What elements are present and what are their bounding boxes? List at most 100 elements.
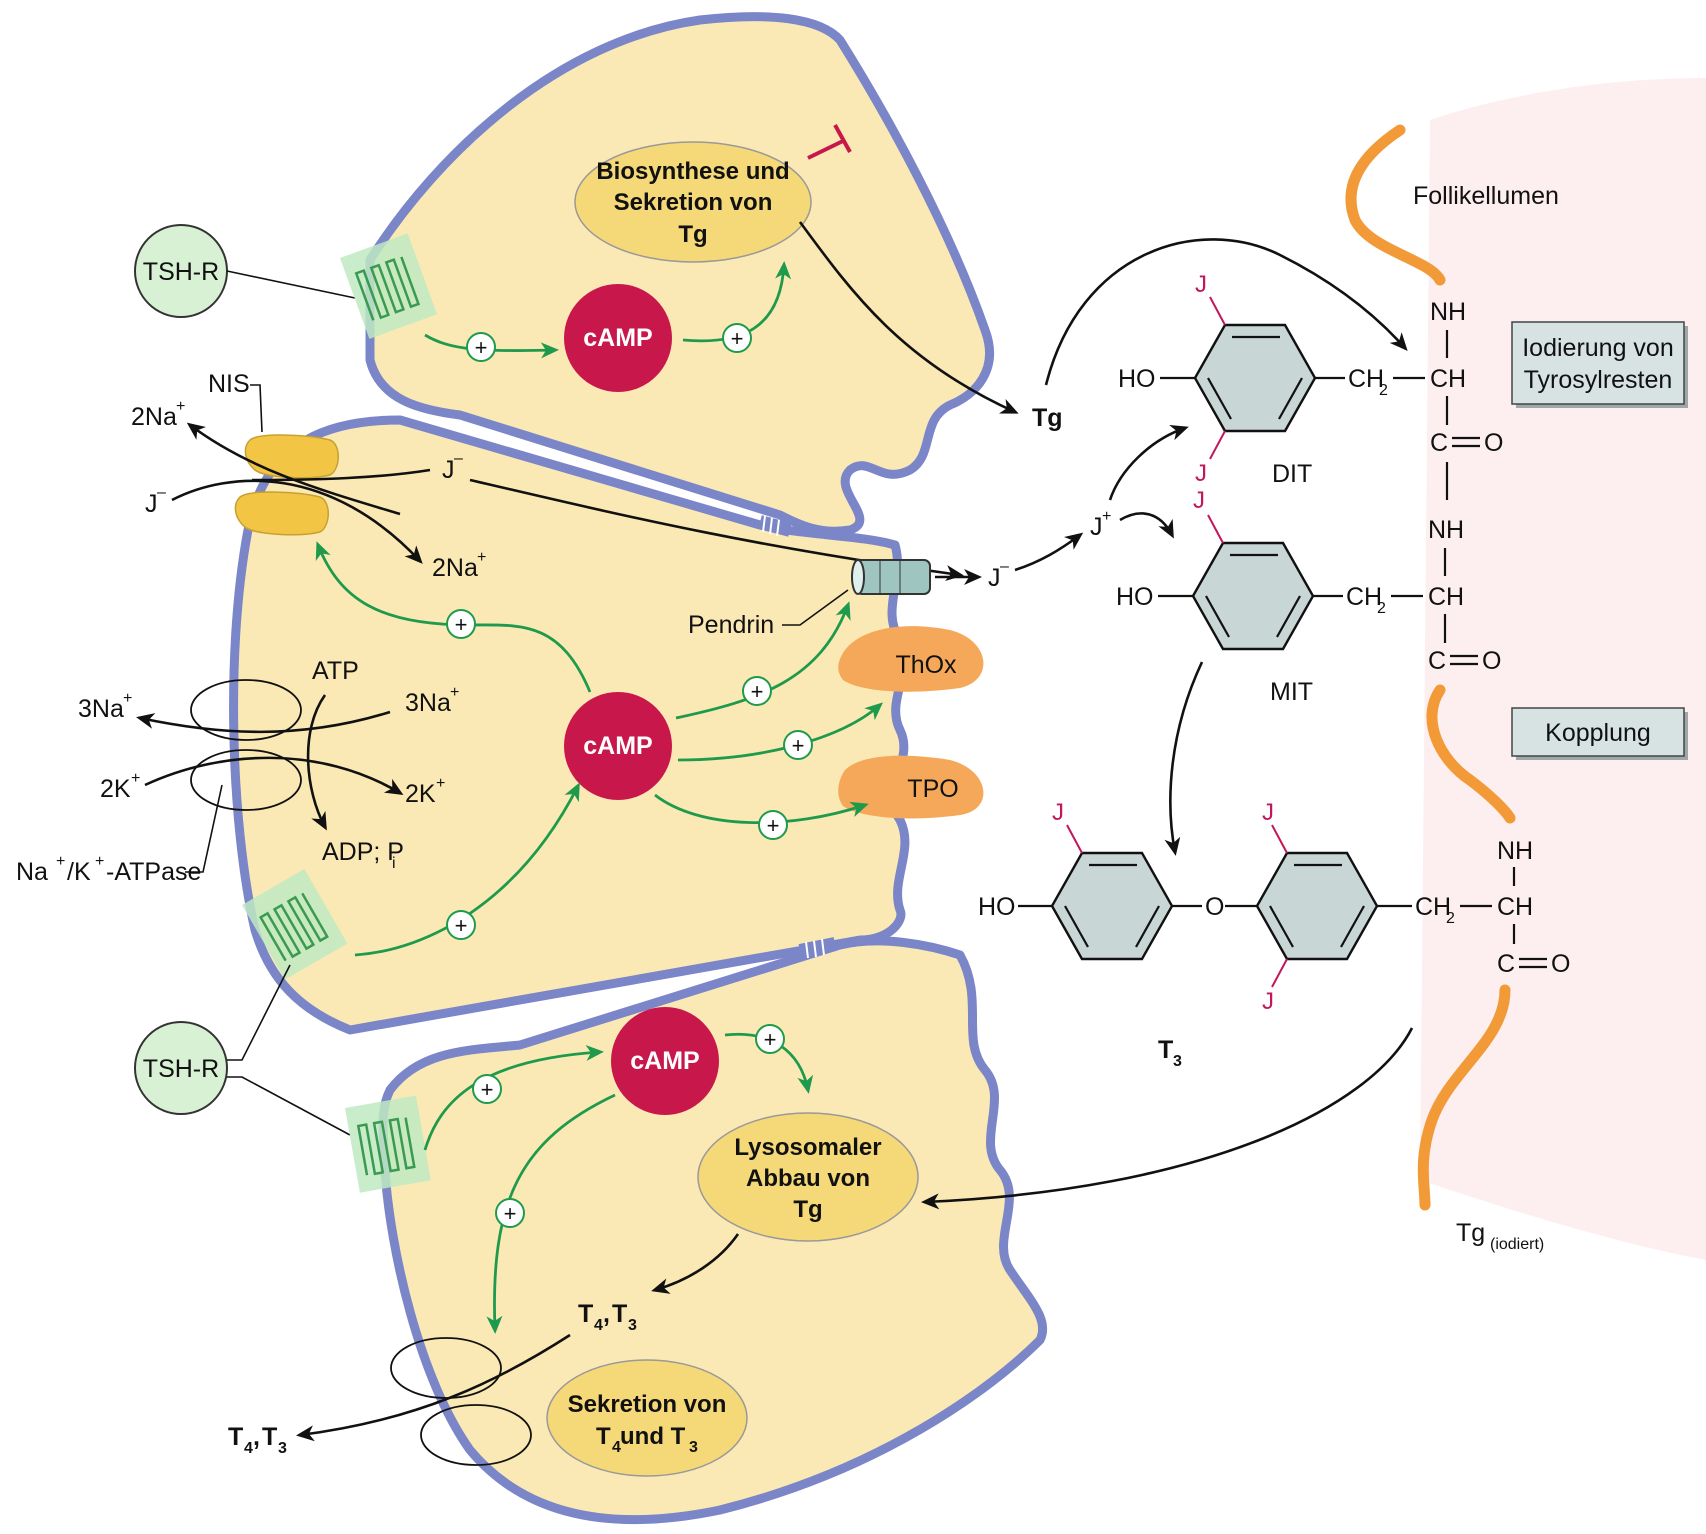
svg-text:O: O [1482,647,1501,675]
plus-2: + [722,323,752,353]
t3-molecule: J HO O J J CH 2 CH NH C O [978,799,1570,1015]
svg-text:O: O [1484,429,1503,457]
plus-3: + [446,609,476,639]
thox-enzyme: ThOx [838,626,984,692]
svg-text:/K: /K [67,858,91,886]
tshr-bottom-leader-b [227,1076,351,1136]
arrow-2na-out [186,422,401,516]
3na-out-label: 3Na + [78,690,132,723]
svg-text:3: 3 [1173,1053,1182,1070]
svg-text:HO: HO [1116,583,1154,611]
receptor-icon-bottom [345,1095,431,1193]
svg-text:Na: Na [16,858,48,886]
plus-4: + [742,676,772,706]
svg-text:J: J [1195,271,1207,298]
svg-text:+: + [436,775,445,792]
svg-text:+: + [455,612,468,637]
arrow-2k-in [144,756,404,796]
svg-text:ADP; P: ADP; P [322,838,404,866]
atp-label: ATP [312,657,359,685]
svg-text:+: + [792,733,805,758]
svg-text:+: + [455,913,468,938]
pendrin-leader [782,589,849,626]
svg-text:3: 3 [628,1317,637,1334]
svg-text:–: – [454,450,463,467]
svg-text:C: C [1430,429,1448,457]
camp-mid: cAMP [564,692,672,800]
tg-chain-mid [1426,684,1516,824]
adp-pi-label: ADP; P i [322,838,404,872]
svg-text:cAMP: cAMP [583,324,652,352]
lysosomal-oval: Lysosomaler Abbau von Tg [697,1112,919,1242]
svg-text:2K: 2K [100,775,131,803]
tight-junction-top [758,515,792,537]
plus-1: + [466,332,496,362]
arrow-camp-tpo [654,793,869,825]
svg-text:HO: HO [978,893,1016,921]
dit-molecule: J J HO CH 2 CH NH C O [1118,271,1503,500]
svg-text:CH: CH [1346,583,1382,611]
svg-text:HO: HO [1118,365,1156,393]
tight-junction-bottom [798,937,837,959]
arrow-atp-adp [306,694,327,831]
svg-text:4: 4 [594,1317,603,1334]
svg-text:Sekretion von: Sekretion von [568,1391,727,1418]
arrow-tg-secretion [798,221,1019,414]
camp-bot: cAMP [611,1007,719,1115]
svg-text:+: + [475,335,488,360]
tshr-bottom-leader-a [227,964,291,1061]
nis-leader [250,384,263,433]
pendrin-channel [851,559,931,595]
svg-text:3Na: 3Na [78,695,124,723]
svg-text:J: J [145,490,158,518]
arrow-camp-secretion [486,1093,616,1334]
arrow-coupling [1164,661,1204,856]
svg-text:+: + [481,1077,494,1102]
na-k-atpase [190,679,302,811]
3na-in-label: 3Na + [405,684,459,717]
tshr-bottom: TSH-R [134,1021,228,1115]
svg-text:Tg: Tg [1456,1219,1485,1247]
plus-9: + [755,1024,785,1054]
bottom-thyrocyte [378,936,1048,1525]
arrow-2na-in [171,479,423,564]
svg-text:+: + [751,679,764,704]
arrow-tshr-camp-mid [354,782,580,957]
svg-text:ThOx: ThOx [895,651,957,679]
svg-text:3Na: 3Na [405,689,451,717]
svg-text:+: + [450,684,459,701]
svg-text:+: + [176,398,185,415]
svg-text:TPO: TPO [907,775,958,803]
svg-text:NH: NH [1428,516,1464,544]
inhibition-bar-icon [807,124,852,160]
tpo-enzyme: TPO [838,755,984,819]
follikellumen-label: Follikellumen [1413,182,1559,210]
t3-label: T 3 [1158,1036,1182,1070]
svg-text:+: + [731,326,744,351]
svg-text:,: , [603,1300,610,1328]
tg-iodiert-label: Tg (iodiert) [1456,1219,1544,1253]
plus-8: + [472,1074,502,1104]
svg-text:TSH-R: TSH-R [143,1055,219,1083]
tg-chain-top [1345,124,1446,286]
svg-text:J: J [1195,460,1207,487]
svg-text:+: + [767,813,780,838]
arrow-lysosomal-t4t3 [651,1233,740,1294]
svg-text:C: C [1497,950,1515,978]
svg-text:2Na: 2Na [432,554,478,582]
plus-6: + [758,810,788,840]
svg-text:Tg: Tg [678,221,707,248]
svg-text:+: + [56,853,65,870]
j-out-label: J – [145,484,166,518]
iodierung-box: Iodierung von Tyrosylresten [1511,321,1688,408]
svg-text:J: J [1052,799,1064,826]
svg-text:CH: CH [1497,893,1533,921]
arrow-3na-out [136,710,391,734]
tshr-top: TSH-R [134,224,228,318]
svg-text:CH: CH [1415,893,1451,921]
nis-transporter [234,434,339,536]
tg-chain-bottom [1417,984,1511,1211]
svg-text:O: O [1551,950,1570,978]
svg-text:3: 3 [689,1439,698,1456]
svg-text:2Na: 2Na [131,403,177,431]
